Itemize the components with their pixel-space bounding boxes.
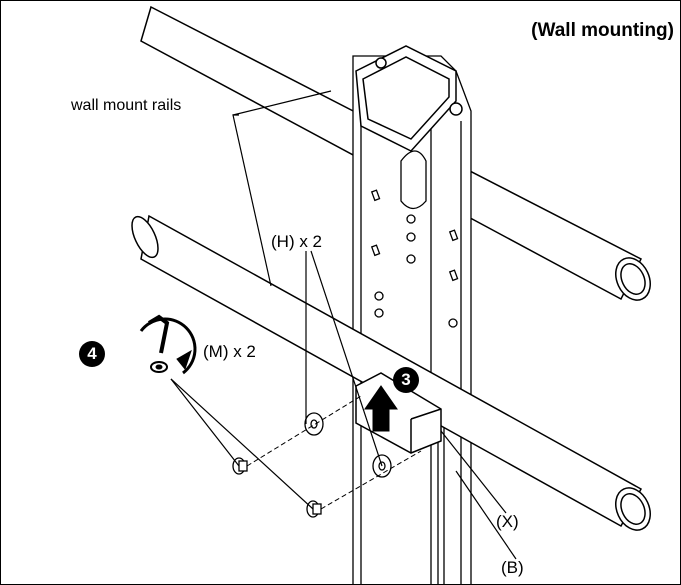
screws-m — [232, 457, 322, 518]
vertical-bar-b — [352, 55, 472, 584]
label-m-parts: (M) x 2 — [203, 342, 256, 361]
label-h-parts: (H) x 2 — [271, 232, 322, 251]
assembly-guide-lines — [246, 395, 422, 510]
rotate-tool-icon — [139, 314, 197, 375]
top-hook-bracket — [355, 45, 463, 152]
lower-wall-rail — [131, 214, 651, 531]
leader-lines — [170, 90, 517, 560]
label-b-bar: (B) — [501, 558, 524, 577]
step-4-badge: 4 — [79, 341, 105, 367]
step-3-badge: 3 — [393, 367, 419, 393]
label-wall-mount-rails: wall mount rails — [71, 97, 182, 114]
section-title: (Wall mounting) — [531, 20, 674, 41]
label-x-bracket: (X) — [496, 512, 519, 531]
step3-arrow — [364, 385, 398, 432]
